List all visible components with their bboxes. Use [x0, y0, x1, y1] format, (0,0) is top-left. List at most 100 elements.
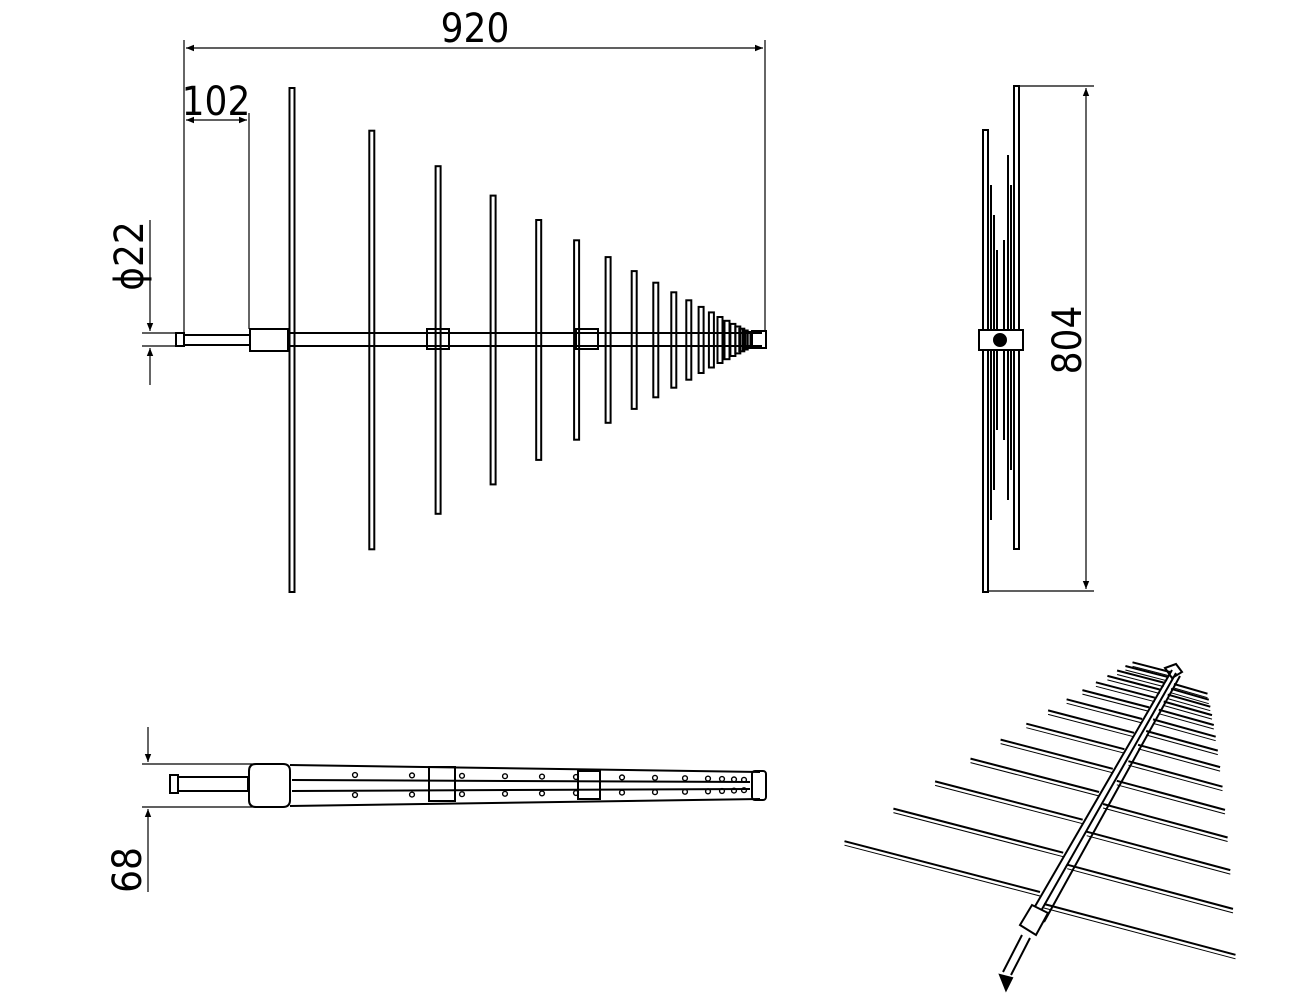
iso-dipole-arm-front [1102, 803, 1228, 839]
dim-920-label: 920 [441, 6, 510, 52]
side-element-right [1013, 85, 1020, 550]
iso-dipole-arm-front [1170, 687, 1210, 701]
top-boom-outer-top [289, 764, 761, 773]
iso-feed-tube-1 [1002, 934, 1023, 973]
iso-dipole-arm-front-edge [1170, 692, 1209, 705]
top-boom-inner-top [291, 779, 751, 783]
front-dipole-element [535, 219, 543, 461]
front-dipole-element [434, 165, 442, 515]
iso-dipole-arm-back-edge [1066, 702, 1143, 724]
iso-dipole-arm-back [1095, 681, 1156, 699]
iso-dipole-arm-back-edge [1132, 665, 1171, 677]
iso-dipole-arm-back [1047, 709, 1135, 734]
top-hole [618, 789, 626, 796]
iso-dipole-arm-front-edge [1116, 784, 1226, 815]
iso-mount-block [1018, 903, 1050, 937]
front-connector [175, 332, 185, 347]
iso-dipole-arm-front [1173, 683, 1208, 695]
iso-dipole-arm-back-edge [1047, 713, 1135, 738]
iso-dipole-arm-back-edge [844, 844, 1041, 897]
front-boom-tip [751, 330, 767, 349]
iso-dipole-arm-front-edge [1152, 722, 1216, 742]
top-boom-inner-bottom [291, 788, 751, 792]
top-hole [458, 772, 466, 779]
top-hole [704, 788, 712, 795]
iso-boom-tip [1163, 662, 1184, 680]
iso-dipole-arm-back-edge [1107, 679, 1160, 694]
iso-dipole-arm-front [1145, 730, 1219, 752]
iso-boom-mid [1036, 672, 1177, 919]
top-hole [458, 791, 466, 798]
iso-dipole-arm-front [1066, 863, 1234, 910]
top-hole [501, 773, 509, 780]
iso-dipole-arm-back [1066, 698, 1143, 720]
top-view-holes [351, 771, 748, 799]
iso-dipole-arm-front-edge [1043, 907, 1236, 960]
iso-dipole-arm-front-edge [1167, 698, 1211, 712]
iso-dipole-arm-front [1137, 743, 1221, 769]
iso-dipole-arm-back [934, 780, 1083, 821]
iso-dipole-arm-back-edge [1026, 727, 1125, 754]
iso-dipole-arm-front [1152, 718, 1216, 738]
top-feed-tube [177, 776, 249, 792]
front-dimensions [142, 40, 766, 385]
iso-dipole-arm-front [1167, 693, 1211, 708]
iso-dipole-arm-front [1163, 700, 1213, 717]
top-boom-outer-bottom [289, 798, 761, 807]
top-hole [351, 771, 359, 779]
dim-804-label: 804 [1045, 306, 1091, 375]
iso-dipole-arm-back-edge [893, 812, 1064, 858]
front-dipole-element [741, 329, 749, 351]
iso-dipole-arm-back [1132, 661, 1171, 673]
top-hole [351, 791, 359, 799]
iso-dipole-arm-front [1086, 830, 1231, 872]
iso-dipole-arm-back [1125, 665, 1168, 678]
iso-feed-tube-2 [1010, 937, 1031, 976]
iso-dipole-arm-front-edge [1163, 705, 1213, 720]
iso-dipole-arm-front-edge [1173, 687, 1208, 699]
side-dimensions [988, 85, 1094, 592]
iso-dipole-elements [844, 661, 1236, 960]
front-dipole-element [697, 305, 705, 374]
top-hole [572, 773, 580, 781]
front-dipole-element [716, 316, 724, 364]
top-mount-block [248, 763, 291, 808]
top-hole [538, 790, 546, 797]
top-hole [651, 774, 659, 781]
top-hole [718, 787, 726, 795]
iso-dipole-arm-back [1000, 738, 1114, 770]
iso-dipole-arm-back [893, 807, 1064, 854]
side-boom-end [993, 333, 1007, 347]
front-dipole-element [707, 311, 715, 369]
front-dipole-element [489, 194, 497, 486]
top-hole [730, 776, 738, 783]
front-view [175, 87, 767, 593]
iso-dipole-arm-back [1107, 674, 1160, 691]
top-hole [718, 775, 726, 783]
iso-dipole-arm-front-edge [1102, 807, 1228, 842]
top-hole [618, 774, 626, 781]
iso-dipole-arm-front-edge [1158, 713, 1214, 730]
front-dipole-element [670, 291, 678, 389]
iso-dipole-arm-front-edge [1067, 868, 1234, 914]
top-hole [681, 788, 689, 795]
front-boom-joint-1 [426, 328, 450, 350]
iso-connector [998, 973, 1014, 993]
iso-dipole-arm-back-edge [934, 784, 1083, 825]
front-dipole-element [630, 270, 638, 410]
top-hole [408, 772, 416, 779]
iso-dipole-arm-front [1116, 779, 1226, 811]
iso-dipole-arm-front-edge [1146, 734, 1218, 756]
top-connector [169, 774, 179, 794]
top-boom-joint-1 [428, 766, 456, 802]
side-view [978, 85, 1024, 593]
front-dipole-element [744, 331, 752, 349]
iso-dipole-arm-back-edge [1082, 693, 1150, 712]
top-boom-tip [751, 770, 767, 801]
iso-dipole-arm-back-edge [1116, 674, 1164, 688]
top-hole [730, 787, 738, 794]
front-dipole-element [573, 239, 581, 441]
front-dipole-element [685, 299, 693, 381]
front-dipole-elements [288, 87, 752, 593]
